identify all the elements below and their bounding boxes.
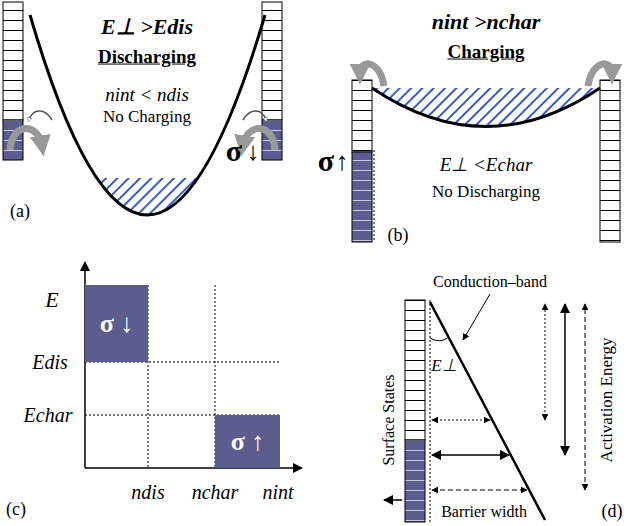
- text-label: nint >nchar: [432, 10, 541, 34]
- text-label: Barrier width: [441, 503, 527, 521]
- text-label: ↓: [247, 138, 260, 167]
- text-label: (c): [6, 500, 26, 520]
- region-text: σ ↑: [231, 427, 265, 457]
- text-label: E⊥ <Echar: [440, 155, 533, 176]
- text-label: Discharging: [98, 47, 196, 68]
- text-label: nint < ndis: [105, 85, 189, 106]
- text-label: σ: [318, 144, 334, 177]
- text-label: nchar: [192, 481, 239, 503]
- text-label: Edis: [32, 351, 68, 373]
- text-label: E⊥ >Edis: [101, 15, 193, 39]
- text-label: (d): [602, 502, 623, 522]
- text-label: Echar: [24, 404, 73, 426]
- text-label: No Charging: [103, 108, 191, 127]
- panel-c: [85, 262, 302, 468]
- panel-d: [384, 294, 585, 522]
- text-label: Surface States: [380, 374, 398, 465]
- text-label: σ: [226, 134, 242, 167]
- text-label: (b): [388, 226, 409, 246]
- region-box: σ ↑: [215, 415, 280, 468]
- panel-a: [3, 2, 282, 218]
- text-label: Charging: [447, 42, 524, 63]
- text-label: ndis: [131, 481, 164, 503]
- text-label: (a): [10, 202, 30, 222]
- text-label: E: [45, 288, 58, 312]
- text-label: E⊥: [431, 357, 456, 376]
- text-label: nint: [262, 481, 293, 503]
- panel-b: [352, 64, 620, 242]
- region-box: σ ↓: [85, 285, 148, 362]
- text-label: ↑: [336, 148, 349, 177]
- text-label: No Discharging: [432, 183, 540, 202]
- text-label: Activation Energy: [598, 338, 617, 463]
- region-text: σ ↓: [100, 309, 134, 339]
- text-label: Conduction–band: [433, 273, 547, 291]
